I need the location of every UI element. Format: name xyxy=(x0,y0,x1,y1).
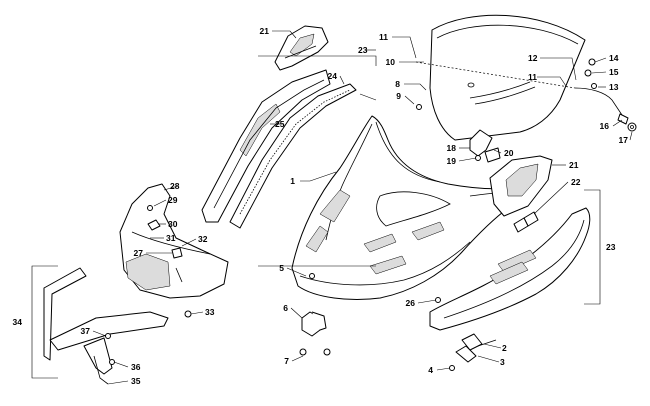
callout-34: 34 xyxy=(13,317,23,327)
callout-23-a: 23 xyxy=(358,45,368,55)
callout-8: 8 xyxy=(395,79,400,89)
callout-27: 27 xyxy=(134,248,144,258)
callout-21-b: 21 xyxy=(569,160,579,170)
hinge-hardware xyxy=(435,297,497,371)
callout-32: 32 xyxy=(198,234,208,244)
callout-36: 36 xyxy=(131,362,141,372)
callout-21-a: 21 xyxy=(260,26,270,36)
front-bumper-bar xyxy=(43,267,169,385)
hood-latch-bracket xyxy=(299,311,331,356)
callout-2: 2 xyxy=(502,343,507,353)
callout-11-a: 11 xyxy=(379,32,388,42)
callout-23-b: 23 xyxy=(606,242,616,252)
callout-31: 31 xyxy=(166,233,176,243)
callout-20: 20 xyxy=(504,148,514,158)
callout-5: 5 xyxy=(279,263,284,273)
right-vent-cap xyxy=(489,155,553,217)
callout-26: 26 xyxy=(406,298,416,308)
callout-4: 4 xyxy=(428,365,433,375)
callout-37: 37 xyxy=(81,326,91,336)
left-vent-cap xyxy=(274,25,329,71)
callout-14: 14 xyxy=(609,53,619,63)
callout-18: 18 xyxy=(447,143,457,153)
left-side-trim-strip xyxy=(229,83,357,229)
callout-25: 25 xyxy=(275,119,285,129)
callout-35: 35 xyxy=(131,376,141,386)
callout-17: 17 xyxy=(619,135,629,145)
hood xyxy=(291,115,523,300)
group-bracket-23-left xyxy=(258,55,377,267)
windshield xyxy=(415,14,586,141)
group-bracket-34 xyxy=(31,265,58,379)
callout-13: 13 xyxy=(609,82,619,92)
callout-7: 7 xyxy=(284,356,289,366)
callout-1: 1 xyxy=(290,176,295,186)
callout-33: 33 xyxy=(205,307,215,317)
callout-labels: 1 2 3 4 5 6 7 8 9 10 11 11 12 13 14 15 1… xyxy=(13,26,629,386)
callout-15: 15 xyxy=(609,67,619,77)
callout-30: 30 xyxy=(168,219,178,229)
left-side-panel xyxy=(201,69,331,223)
callout-6: 6 xyxy=(283,303,288,313)
callout-19: 19 xyxy=(447,156,457,166)
right-side-panel xyxy=(429,207,591,331)
group-bracket-23-right xyxy=(584,189,601,305)
callout-10: 10 xyxy=(386,57,396,67)
callout-9: 9 xyxy=(396,91,401,101)
callout-22: 22 xyxy=(571,177,581,187)
callout-16: 16 xyxy=(600,121,610,131)
windshield-mount-bracket xyxy=(469,129,501,163)
callout-3: 3 xyxy=(500,357,505,367)
callout-28: 28 xyxy=(170,181,180,191)
leader-lines xyxy=(92,30,633,385)
windshield-hardware-right xyxy=(574,58,637,132)
nose-bumper xyxy=(119,183,229,318)
callout-24: 24 xyxy=(328,71,338,81)
windshield-washer-9 xyxy=(416,104,422,110)
callout-11-b: 11 xyxy=(528,72,537,82)
callout-29: 29 xyxy=(168,195,178,205)
callout-12: 12 xyxy=(528,53,538,63)
